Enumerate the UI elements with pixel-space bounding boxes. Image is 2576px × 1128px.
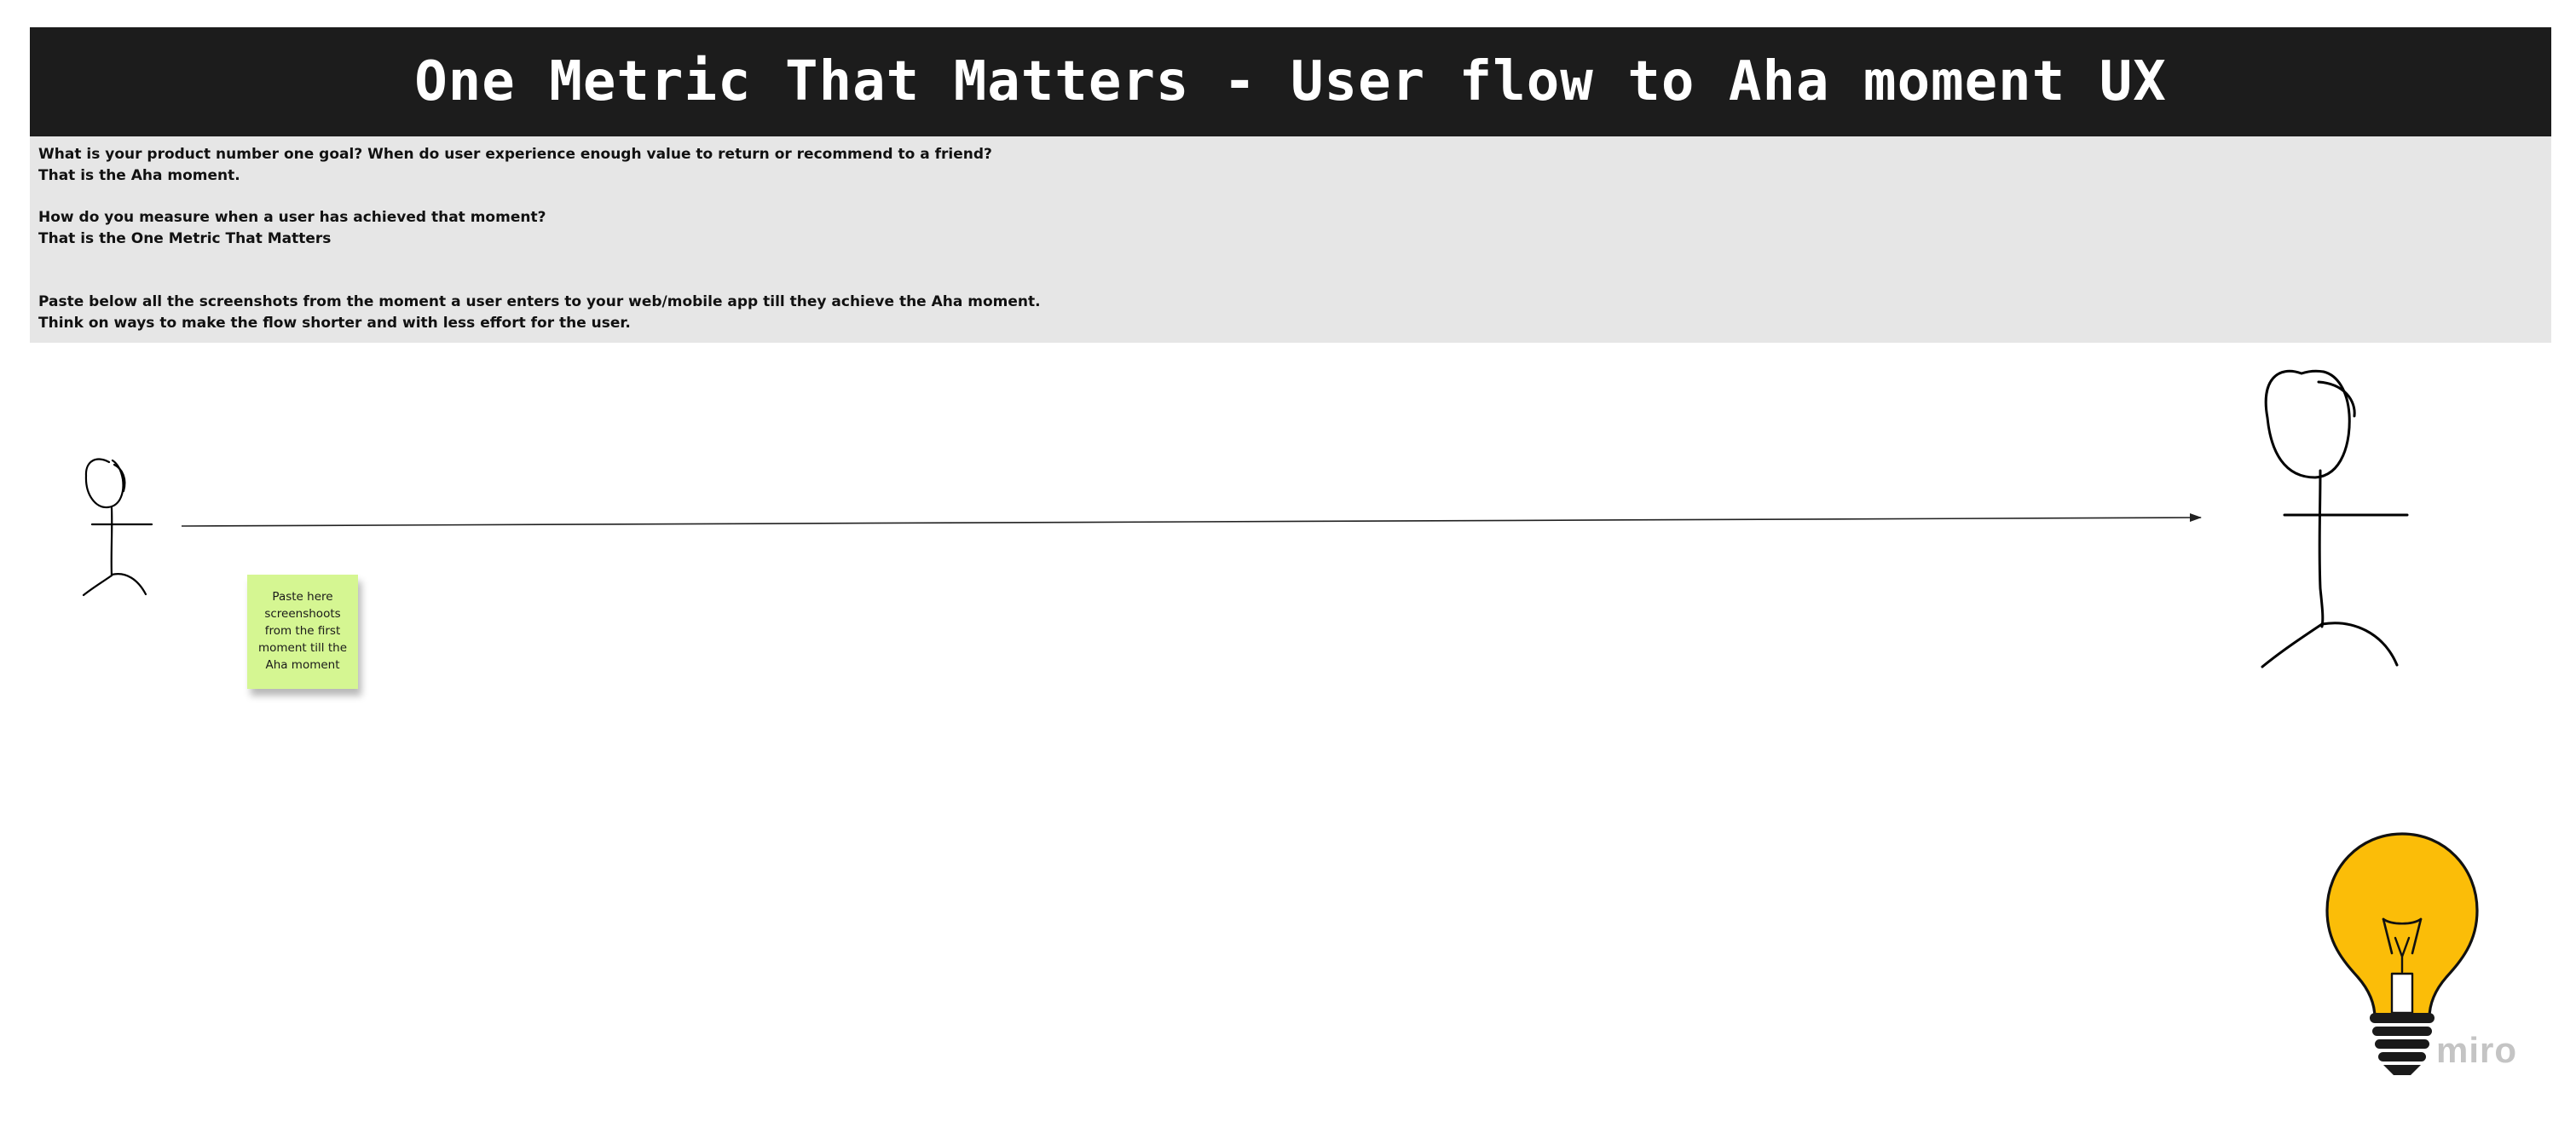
title-banner[interactable]: One Metric That Matters - User flow to A…	[30, 27, 2551, 136]
instruction-measure-question: How do you measure when a user has achie…	[38, 209, 546, 226]
lightbulb-icon[interactable]	[2325, 832, 2479, 1075]
stick-figure-small-icon[interactable]	[82, 458, 153, 597]
instructions-panel[interactable]: What is your product number one goal? Wh…	[30, 136, 2551, 343]
miro-watermark: miro	[2436, 1030, 2518, 1070]
instruction-omtm-definition: That is the One Metric That Matters	[38, 230, 332, 247]
instruction-aha-definition: That is the Aha moment.	[38, 167, 240, 184]
arrow-icon[interactable]	[181, 513, 2202, 527]
instruction-goal-question: What is your product number one goal? Wh…	[38, 146, 992, 163]
sticky-note-text: Paste here screenshoots from the first m…	[258, 590, 347, 672]
instruction-shorter-flow: Think on ways to make the flow shorter a…	[38, 315, 631, 332]
instruction-paste-screenshots: Paste below all the screenshots from the…	[38, 293, 1041, 310]
stick-figure-large-icon[interactable]	[2261, 369, 2409, 668]
sticky-note[interactable]: Paste here screenshoots from the first m…	[247, 575, 358, 689]
page-title: One Metric That Matters - User flow to A…	[414, 50, 2167, 113]
